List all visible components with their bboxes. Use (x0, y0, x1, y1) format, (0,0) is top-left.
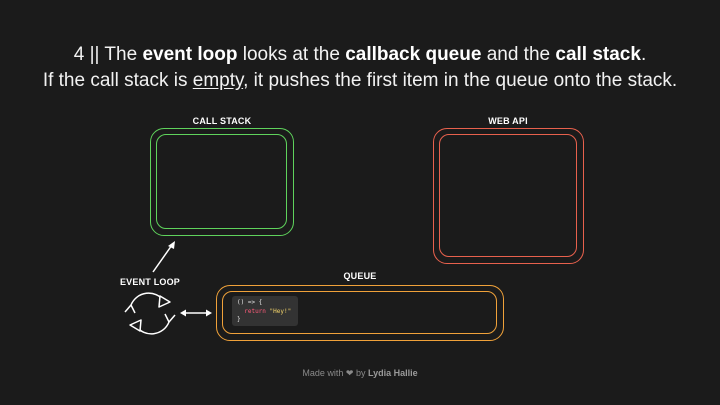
heart-icon: ❤ (345, 368, 354, 378)
arrow-to-call-stack (152, 241, 175, 273)
caption-text: , it pushes the first item in the queue … (243, 70, 678, 91)
footer-credit: Made with ❤ by Lydia Hallie (0, 368, 720, 379)
code-keyword: return (244, 307, 266, 315)
double-arrow-to-queue (180, 309, 212, 317)
queue-label: QUEUE (343, 271, 377, 281)
author-name: Lydia Hallie (367, 368, 418, 378)
web-api-label: WEB API (488, 116, 528, 126)
caption-text: and the (481, 44, 556, 65)
caption-text: If the call stack is (42, 70, 193, 91)
code-line: return "Hey!" (237, 308, 298, 317)
web-api-inner-frame (439, 134, 577, 257)
caption-line-1: 4 || The event loop looks at the callbac… (0, 42, 720, 68)
queued-callback: () => { return "Hey!"} (232, 296, 298, 326)
call-stack-label: CALL STACK (192, 116, 252, 126)
caption-text: . (640, 44, 647, 65)
term-event-loop: event loop (142, 44, 238, 65)
code-line: () => { (237, 299, 263, 306)
event-loop-label: EVENT LOOP (119, 277, 180, 287)
code-string: "Hey!" (269, 307, 292, 315)
caption-line-2: If the call stack is empty, it pushes th… (0, 68, 720, 94)
term-empty: empty (192, 70, 244, 91)
code-line: } (237, 316, 241, 323)
footer-text: Made with (302, 368, 344, 378)
term-callback-queue: callback queue (345, 44, 482, 65)
queue-inner-frame (222, 291, 497, 334)
term-call-stack: call stack (555, 44, 641, 65)
footer-text: by (355, 368, 366, 378)
cycle-arrows-icon (124, 292, 176, 335)
call-stack-box (150, 128, 294, 236)
call-stack-inner-frame (156, 134, 287, 229)
slide-caption: 4 || The event loop looks at the callbac… (0, 42, 720, 94)
web-api-box (433, 128, 584, 264)
caption-text: 4 || The (73, 44, 143, 65)
queue-box (216, 285, 504, 341)
caption-text: looks at the (237, 44, 346, 65)
